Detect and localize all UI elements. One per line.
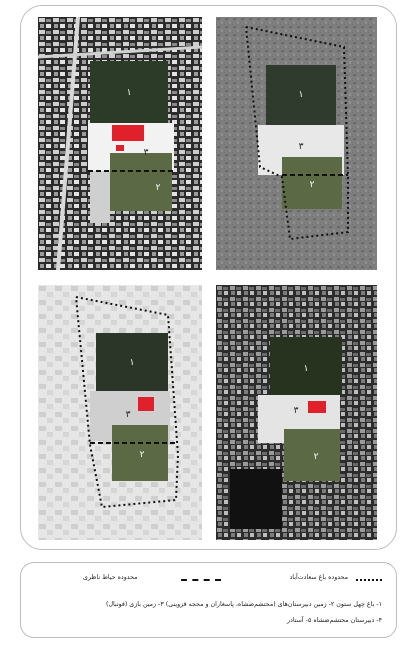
label-zone-3: ۳ — [299, 142, 304, 152]
zone-2-football — [110, 153, 172, 211]
label-zone-2: ۲ — [314, 452, 319, 462]
zone-2-football — [112, 425, 168, 481]
label-zone-3: ۳ — [126, 410, 131, 420]
legend-dotted-label: محدوده باغ سعادت‌آباد — [289, 574, 348, 581]
legend-dashed-label: محدوده حیاط ناظری — [83, 574, 138, 581]
map-panel-top-right: ۱ ۲ ۳ — [216, 17, 377, 270]
building-red — [138, 397, 154, 411]
zone-2-football — [282, 157, 342, 209]
legend-dashed-line — [181, 579, 221, 581]
building-red-small — [116, 145, 124, 151]
legend-text-line-1: ۱- باغ چهل ستون ۲- زمین دبیرستان‌های (مح… — [105, 601, 382, 608]
zone-1-garden — [270, 337, 342, 395]
dotted-boundary — [75, 296, 180, 509]
label-zone-1: ۱ — [299, 90, 304, 100]
zone-1-garden — [96, 333, 168, 391]
building-red — [308, 401, 326, 413]
label-zone-2: ۲ — [310, 180, 315, 190]
label-zone-1: ۱ — [304, 364, 309, 374]
map-top-right-svg: ۱ ۲ ۳ — [216, 17, 377, 270]
zone-2-football — [284, 429, 340, 481]
label-zone-3: ۳ — [294, 406, 299, 416]
zone-1-garden — [90, 61, 168, 123]
map-panel-top-left: ۱ ۲ ۳ — [38, 17, 202, 270]
legend-box: محدوده باغ سعادت‌آباد محدوده حیاط ناظری … — [20, 562, 397, 638]
label-zone-3: ۳ — [144, 148, 149, 158]
label-zone-2: ۲ — [140, 450, 145, 460]
label-zone-2: ۲ — [156, 183, 161, 193]
label-zone-1: ۱ — [130, 358, 135, 368]
legend-text-line-2: ۴- دبیرستان محتشم‌ضشاه ۵- آستادر — [286, 617, 382, 624]
map-panel-bottom-right: ۱ ۲ ۳ — [216, 285, 377, 540]
label-zone-1: ۱ — [127, 88, 132, 98]
legend-dotted-line — [356, 579, 382, 581]
dotted-boundary — [245, 26, 349, 241]
zone-1-garden — [266, 65, 336, 125]
map-bottom-right-svg: ۱ ۲ ۳ — [216, 285, 377, 540]
map-top-left-svg: ۱ ۲ ۳ — [38, 17, 202, 270]
map-bottom-left-svg: ۱ ۲ ۳ — [38, 285, 202, 540]
zone-dark-block — [230, 469, 282, 529]
building-red — [112, 125, 144, 141]
map-panel-bottom-left: ۱ ۲ ۳ — [38, 285, 202, 540]
